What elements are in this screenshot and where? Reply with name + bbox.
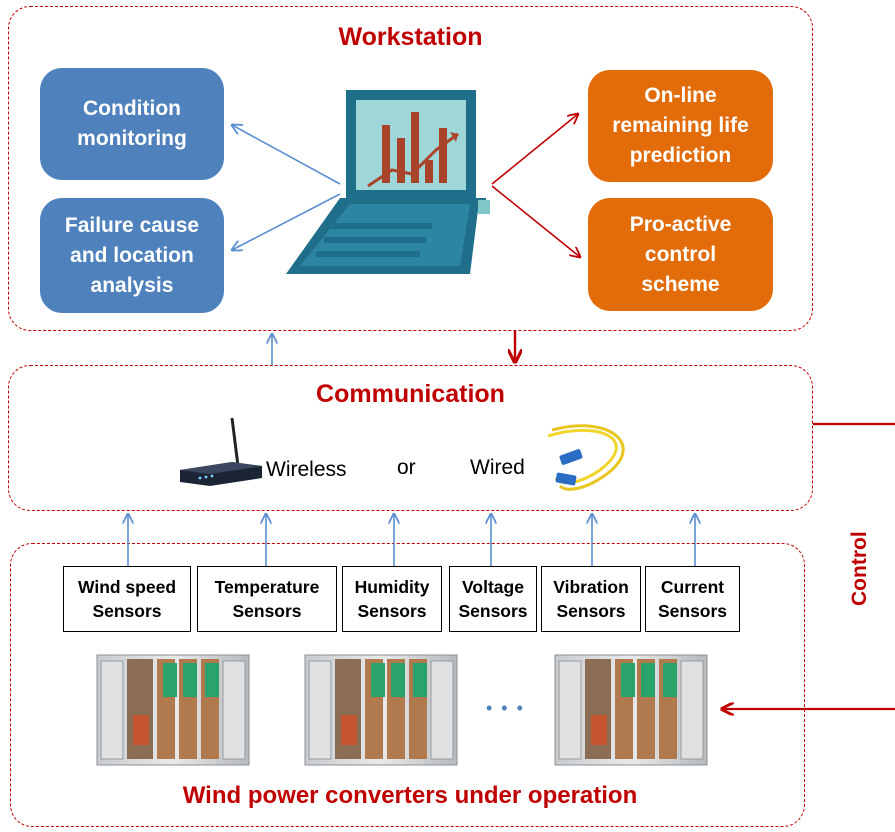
or-label: or <box>397 456 416 479</box>
control-feedback-line <box>722 422 895 709</box>
remaining-life-label: On-line remaining life prediction <box>612 84 749 167</box>
fiber-cable-icon <box>547 424 625 491</box>
workstation-arrows <box>232 114 580 257</box>
converters-ellipsis: • • • <box>486 698 525 718</box>
failure-analysis-label: Failure cause and location analysis <box>64 213 200 297</box>
sensor-humidity: Humidity Sensors <box>342 566 442 632</box>
proactive-control-box: Pro-active control scheme <box>588 198 773 311</box>
condition-monitoring-box: Condition monitoring <box>40 68 224 180</box>
converter-cabinet-icon <box>96 654 250 766</box>
condition-monitoring-label: Condition monitoring <box>77 97 187 150</box>
proactive-control-label: Pro-active control scheme <box>629 212 732 296</box>
communication-title: Communication <box>316 380 505 408</box>
converters-panel <box>10 543 805 827</box>
converter-cabinet-icon <box>304 654 458 766</box>
converters-title: Wind power converters under operation <box>182 782 638 809</box>
workstation-title: Workstation <box>338 23 483 51</box>
sensor-voltage: Voltage Sensors <box>449 566 537 632</box>
sensor-wind-speed: Wind speed Sensors <box>63 566 191 632</box>
sensor-temperature: Temperature Sensors <box>197 566 337 632</box>
remaining-life-box: On-line remaining life prediction <box>588 70 773 182</box>
wireless-label: Wireless <box>266 458 347 481</box>
workstation-panel: Workstation <box>8 6 813 331</box>
converter-cabinet-icon <box>554 654 708 766</box>
laptop-chart-icon <box>286 90 490 274</box>
wireless-router-icon <box>180 417 262 486</box>
sensor-arrows <box>128 514 695 566</box>
sensor-vibration: Vibration Sensors <box>541 566 641 632</box>
sensor-current: Current Sensors <box>645 566 740 632</box>
communication-panel: Communication <box>8 365 813 511</box>
failure-analysis-box: Failure cause and location analysis <box>40 198 224 313</box>
wired-label: Wired <box>470 456 525 479</box>
